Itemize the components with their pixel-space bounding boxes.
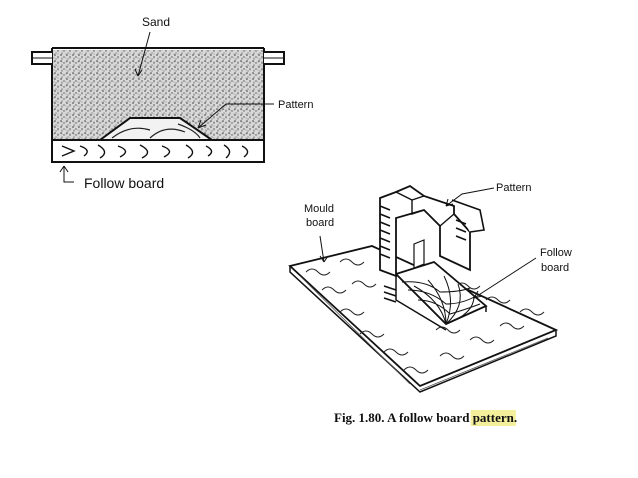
isometric-follow-board: Mould board Pattern Follow board bbox=[288, 182, 575, 393]
follow-board-label-line1: Follow bbox=[540, 247, 572, 259]
follow-board-grain bbox=[61, 144, 249, 159]
follow-board bbox=[51, 139, 265, 163]
mould-board-label-line2: board bbox=[306, 217, 334, 229]
pattern-leader-bottom bbox=[445, 187, 495, 207]
follow-board-end-grain bbox=[401, 275, 481, 325]
flask-cross-section: Sand Pattern Follow board bbox=[31, 15, 313, 191]
pattern-hatching bbox=[379, 205, 467, 303]
sand-label: Sand bbox=[142, 15, 170, 29]
caption-prefix: Fig. 1.80. A follow board bbox=[334, 410, 473, 425]
sand-leader bbox=[137, 31, 151, 77]
follow-board-leader bbox=[63, 166, 74, 183]
pattern-leader-top bbox=[197, 103, 274, 129]
caption-highlighted-word: pattern bbox=[473, 410, 515, 425]
mould-board-grain bbox=[305, 258, 545, 374]
svg-text:Fig. 1.80. A follow board patt: Fig. 1.80. A follow board pattern. bbox=[334, 410, 517, 425]
follow-board-leader-bottom bbox=[473, 257, 537, 299]
figure-caption: Fig. 1.80. A follow board pattern. bbox=[334, 410, 517, 426]
mould-board-label-line1: Mould bbox=[304, 203, 334, 215]
follow-board-label-top: Follow board bbox=[84, 175, 164, 191]
pattern-label-top: Pattern bbox=[278, 99, 313, 111]
mould-board-label: Mould board bbox=[304, 203, 337, 229]
mould-board-leader bbox=[319, 235, 325, 263]
follow-board-label-bottom: Follow board bbox=[540, 247, 575, 274]
caption-highlight bbox=[470, 410, 516, 426]
caption-suffix: . bbox=[514, 410, 517, 425]
follow-board-label-line2: board bbox=[541, 262, 569, 274]
pattern-body bbox=[379, 184, 471, 278]
pattern-label-bottom: Pattern bbox=[496, 182, 531, 194]
